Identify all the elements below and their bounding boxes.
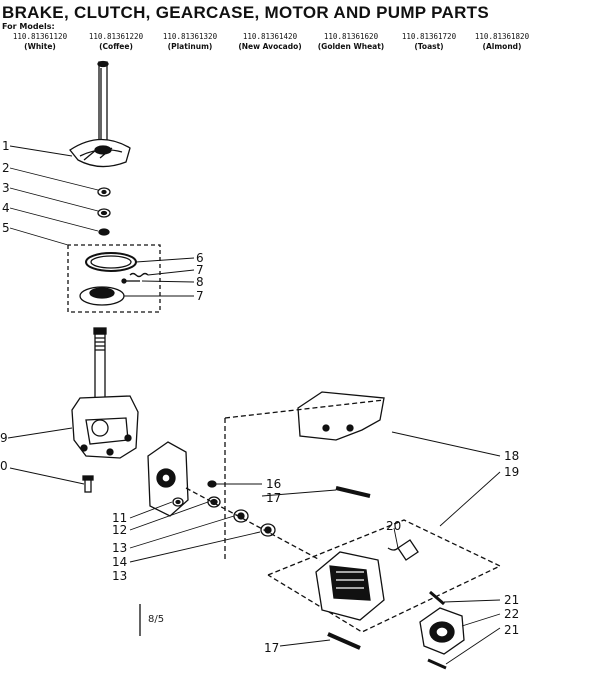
callout-label: 1 [2,139,10,153]
callout-label: 13 [112,569,127,583]
model-list: 110.81361120 (White) 110.81361220 (Coffe… [0,32,608,56]
model-number: 110.81361320 [162,32,218,41]
callout-label: 17 [266,491,281,505]
pin-upper [335,486,371,498]
model-entry: 110.81361620 (Golden Wheat) [308,32,394,52]
callout-label: 22 [504,607,519,621]
gearcase-bolt [82,475,94,493]
mount-bolt [207,480,217,488]
washer-stack [97,187,111,236]
callout-label: 11 [112,511,127,525]
callout-label: 3 [2,181,10,195]
diagram-title: BRAKE, CLUTCH, GEARCASE, MOTOR AND PUMP … [2,3,490,22]
model-number: 110.81361820 [474,32,530,41]
model-entry: 110.81361320 (Platinum) [150,32,230,52]
callout-label: 18 [504,449,519,463]
callout-label: 4 [2,201,10,215]
motor-assembly-box [267,519,502,633]
leader-lines [7,145,501,665]
model-entry: 110.81361720 (Toast) [388,32,470,52]
gearcase-part [71,395,139,459]
model-number: 110.81361620 [323,32,379,41]
callout-label: 14 [112,555,127,569]
clip-upper [429,590,445,606]
callout-label: 9 [0,431,8,445]
callout-label: 21 [504,593,519,607]
upper-shaft [97,60,109,151]
coupling-set [207,496,276,537]
clip-lower [427,658,447,670]
model-number: 110.81361220 [88,32,144,41]
callout-label: 16 [266,477,281,491]
drive-axis-line [185,487,321,561]
for-models-label: For Models: [2,22,55,31]
model-color: (New Avocado) [238,42,302,51]
model-color: (Coffee) [99,42,133,51]
callout-label: 6 [196,251,204,265]
nut-and-grommet [172,497,184,507]
callout-label: 7 [196,289,204,303]
callout-label: 19 [504,465,519,479]
model-color: (Golden Wheat) [317,42,385,51]
callout-label: 13 [112,541,127,555]
motor-gasket [297,391,385,441]
callout-label: 5 [2,221,10,235]
callout-numbers: 1 2 3 4 5 6 7 8 7 9 0 16 17 11 12 13 14 … [0,139,519,655]
callout-label: 7 [196,263,204,277]
motor-switch [387,539,419,561]
callout-label: 21 [504,623,519,637]
callout-label: 8 [196,275,204,289]
callout-label: 0 [0,459,8,473]
brake-assembly-box [67,244,161,313]
model-number: 110.81361720 [401,32,457,41]
callout-label: 17 [264,641,279,655]
pump-housing [419,607,465,655]
model-entry: 110.81361420 (New Avocado) [228,32,312,52]
brake-cam-part [69,138,131,168]
model-entry: 110.81361820 (Almond) [462,32,542,52]
model-entry: 110.81361120 (White) [0,32,80,52]
model-number: 110.81361420 [242,32,298,41]
pin-lower [327,632,361,650]
callout-label: 12 [112,523,127,537]
motor-body [315,551,385,621]
model-color: (Toast) [414,42,444,51]
model-color: (White) [24,42,56,51]
model-color: (Platinum) [167,42,213,51]
callout-label: 2 [2,161,10,175]
page-note: 8/5 [148,614,164,625]
callout-label: 20 [386,519,401,533]
model-entry: 110.81361220 (Coffee) [76,32,156,52]
model-number: 110.81361120 [12,32,68,41]
model-color: (Almond) [482,42,522,51]
